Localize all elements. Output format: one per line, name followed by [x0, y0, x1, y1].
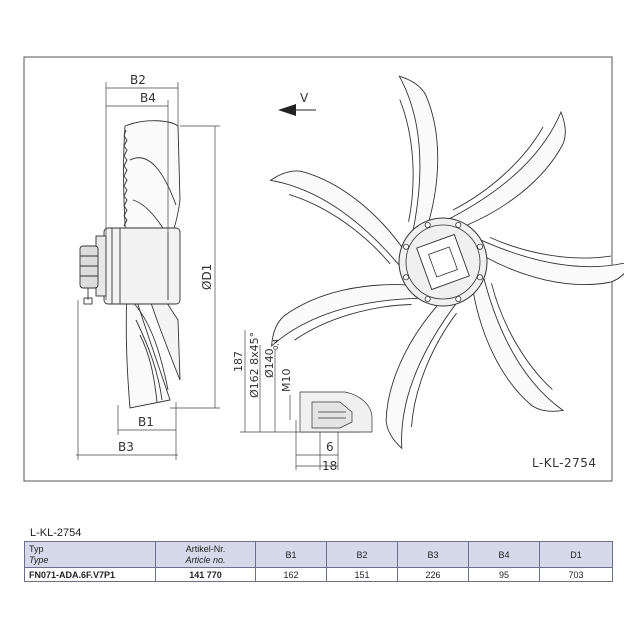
bolt-hole [424, 222, 431, 229]
bolt-hole [455, 222, 462, 229]
fan-side-view [79, 120, 181, 409]
airflow-arrow-icon [278, 104, 316, 116]
header-type: Typ Type [24, 541, 156, 568]
table-row: FN071-ADA.6F.V7P1 141 770 162 151 226 95… [24, 567, 613, 582]
cell-b1: 162 [255, 567, 327, 582]
cell-d1: 703 [539, 567, 613, 582]
bolt-hole [455, 296, 462, 303]
blade-rib [399, 99, 414, 222]
side-view-dimensions [76, 82, 220, 460]
fan-blade [441, 110, 566, 227]
bolt-hole [477, 274, 484, 281]
dim-thread: M10 [280, 369, 293, 393]
header-b2: B2 [326, 541, 398, 568]
dim-d1: ØD1 [200, 264, 214, 290]
header-d1: D1 [539, 541, 613, 568]
mounting-detail [240, 330, 373, 470]
header-b4: B4 [468, 541, 540, 568]
spec-table: Typ Type Artikel-Nr. Article no. B1 B2 B… [24, 541, 613, 582]
blade-rib [294, 304, 412, 341]
cell-b2: 151 [326, 567, 398, 582]
fan-blade [398, 75, 439, 239]
dim-b3: B3 [118, 440, 134, 454]
header-article: Artikel-Nr. Article no. [155, 541, 256, 568]
dim-bolt-circle: Ø162 8x45° [248, 332, 261, 398]
dim-b4: B4 [140, 91, 156, 105]
blade-rib [489, 236, 611, 259]
dim-tolerance: 0,4 [272, 338, 280, 350]
blade-rib [411, 312, 457, 428]
dim-b1: B1 [138, 415, 154, 429]
blade-rib [452, 126, 544, 211]
cell-article: 141 770 [155, 567, 256, 582]
cell-b4: 95 [468, 567, 540, 582]
fan-blade [385, 297, 462, 450]
fan-blade [473, 236, 624, 285]
drawing-code: L-KL-2754 [532, 456, 597, 470]
header-b1: B1 [255, 541, 327, 568]
fan-blade [271, 284, 428, 348]
blade-rib [289, 194, 391, 265]
dim-6: 6 [326, 440, 334, 454]
bolt-hole [403, 243, 410, 250]
fan-technical-drawing: B2 B4 B1 B3 ØD1 V 187 Ø162 8x45° Ø140 0,… [23, 56, 624, 482]
airflow-label: V [300, 91, 309, 105]
bolt-hole [477, 243, 484, 250]
bolt-hole [424, 296, 431, 303]
dim-18: 18 [322, 459, 337, 473]
cell-type: FN071-ADA.6F.V7P1 [24, 567, 156, 582]
dim-187: 187 [232, 351, 245, 372]
cell-b3: 226 [397, 567, 469, 582]
dim-center-dia: Ø140 [263, 348, 276, 378]
fan-blade [269, 170, 405, 273]
blade-rib [491, 283, 553, 390]
fan-front-view [269, 75, 624, 450]
dim-b2: B2 [130, 73, 146, 87]
bolt-hole [403, 274, 410, 281]
header-b3: B3 [397, 541, 469, 568]
table-header-row: Typ Type Artikel-Nr. Article no. B1 B2 B… [24, 541, 613, 568]
table-title: L-KL-2754 [30, 527, 82, 539]
fan-blade [472, 269, 565, 412]
